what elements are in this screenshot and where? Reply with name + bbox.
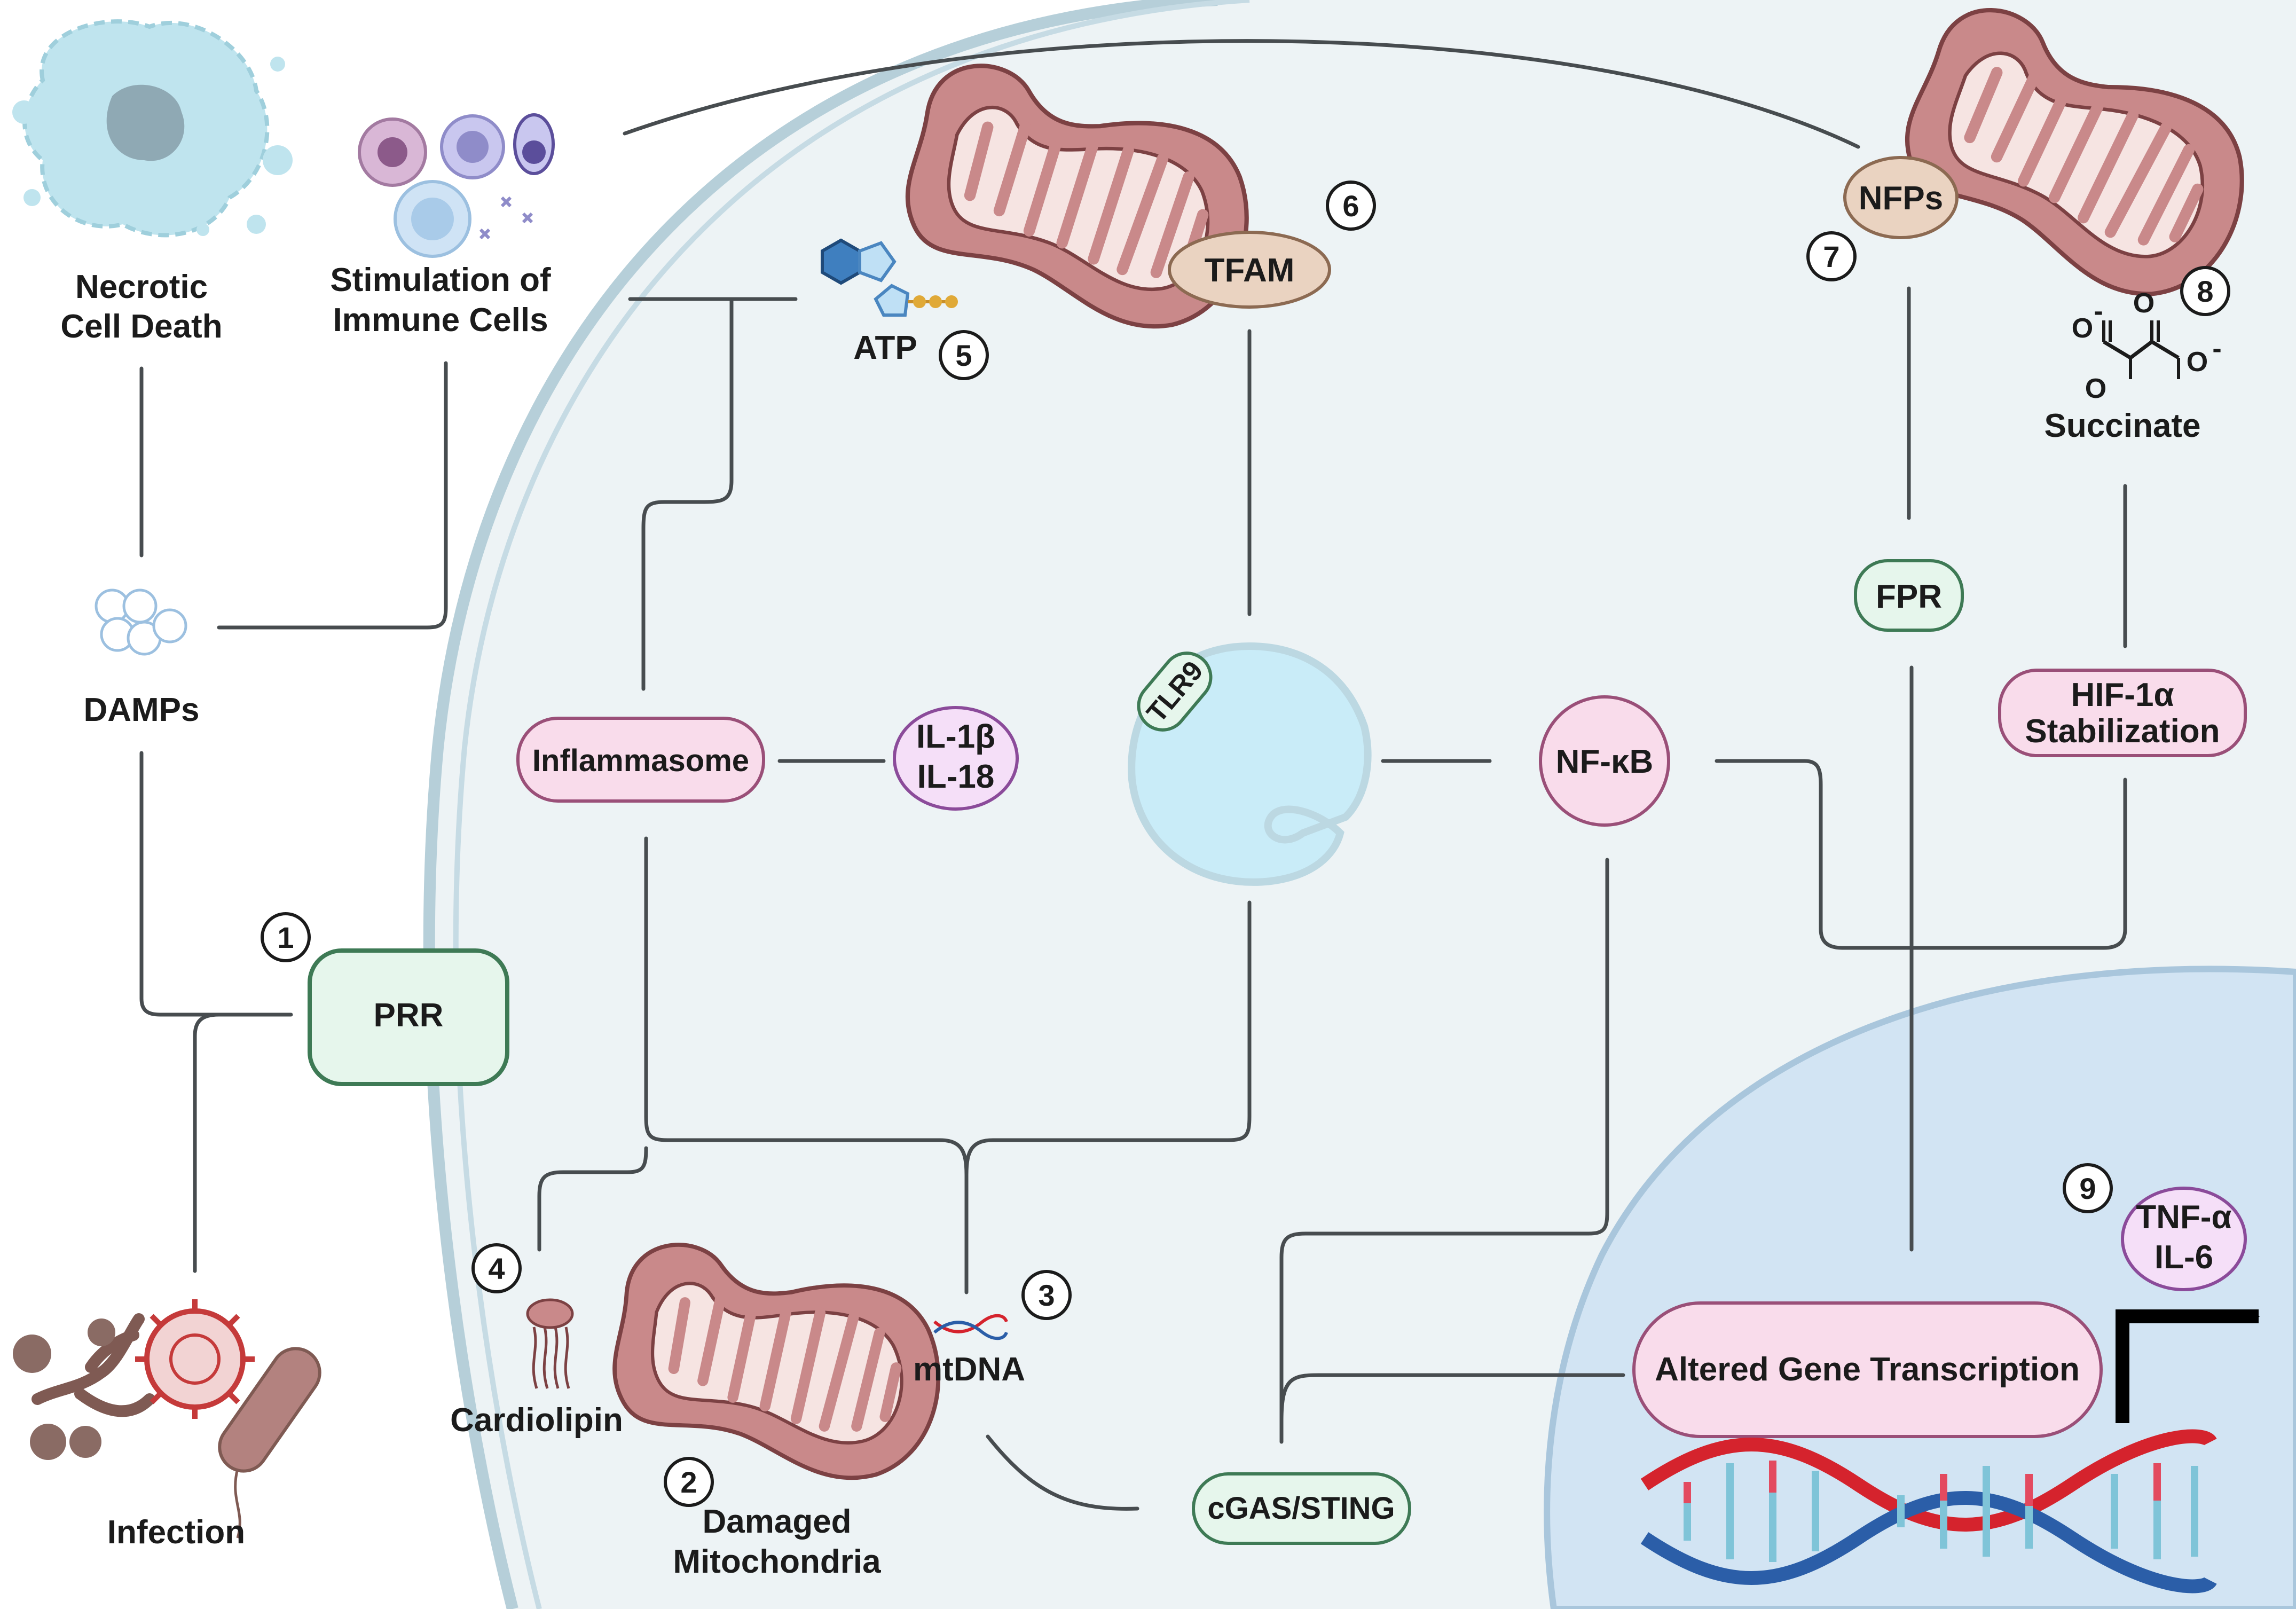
damps-label: DAMPs xyxy=(83,692,199,728)
svg-text:8: 8 xyxy=(2197,274,2213,308)
pathogens-illustration xyxy=(13,1299,321,1539)
infection-label: Infection xyxy=(107,1514,245,1551)
step-number-6: 6 xyxy=(1327,182,1374,229)
prr-label: PRR xyxy=(374,997,444,1034)
succinate-o2: O xyxy=(2133,288,2155,319)
hif-label-line2: Stabilization xyxy=(2025,713,2220,750)
fpr-label: FPR xyxy=(1876,578,1942,615)
tfam-node: TFAM xyxy=(1168,231,1331,309)
succinate-o3: O xyxy=(2085,373,2106,404)
mtdna-label: mtDNA xyxy=(913,1351,1025,1388)
cardiolipin-icon xyxy=(526,1298,574,1389)
immune-label-line1: Stimulation of xyxy=(330,262,551,299)
atp-molecule-icon xyxy=(821,238,958,317)
cgas-sting-node: cGAS/STING xyxy=(1192,1472,1411,1545)
svg-text:1: 1 xyxy=(277,921,294,954)
transcription-label: Altered Gene Transcription xyxy=(1655,1351,2080,1388)
tlr9-node: TLR9 xyxy=(1137,652,1213,732)
svg-text:2: 2 xyxy=(680,1465,697,1499)
tnf-label: TNF-α xyxy=(2136,1199,2231,1236)
atp-label: ATP xyxy=(853,329,917,366)
prr-node: PRR xyxy=(308,948,509,1086)
nfps-node: NFPs xyxy=(1843,156,1959,239)
step-number-8: 8 xyxy=(2182,268,2229,315)
step-number-9: 9 xyxy=(2064,1165,2111,1212)
nfkb-label: NF-κB xyxy=(1556,743,1654,780)
dna-helix-illustration xyxy=(1640,1429,2217,1594)
svg-text:4: 4 xyxy=(488,1252,505,1285)
svg-text:5: 5 xyxy=(955,339,972,372)
damaged-mito-label-line1: Damaged xyxy=(702,1503,851,1540)
step-number-4: 4 xyxy=(473,1245,520,1292)
damaged-mito-label-line2: Mitochondria xyxy=(673,1543,881,1580)
succinate-o4: O xyxy=(2187,347,2208,378)
connector-arrows xyxy=(139,39,2260,1511)
necrotic-cell-illustration xyxy=(12,19,293,238)
cardiolipin-label: Cardiolipin xyxy=(450,1402,623,1439)
tnf-il6-node: TNF-α IL-6 xyxy=(2121,1187,2247,1291)
altered-gene-transcription-node: Altered Gene Transcription xyxy=(1632,1301,2103,1438)
il18-label: IL-18 xyxy=(917,758,995,795)
nfkb-node: NF-κB xyxy=(1539,695,1670,827)
cgas-sting-label: cGAS/STING xyxy=(1207,1491,1395,1526)
succinate-o1: O xyxy=(2072,313,2093,344)
hif-label-line1: HIF-1α xyxy=(2071,677,2174,713)
step-number-2: 2 xyxy=(665,1458,712,1505)
immune-label-line2: Immune Cells xyxy=(333,302,548,339)
step-number-7: 7 xyxy=(1808,233,1855,280)
succinate-label: Succinate xyxy=(2045,407,2201,444)
svg-text:6: 6 xyxy=(1342,189,1359,223)
mtdna-icon xyxy=(933,1314,1008,1340)
inflammasome-node: Inflammasome xyxy=(516,717,765,803)
svg-text:7: 7 xyxy=(1823,240,1839,273)
necrotic-label-line1: Necrotic xyxy=(75,269,208,305)
fpr-node: FPR xyxy=(1854,559,1964,632)
svg-text:3: 3 xyxy=(1038,1278,1055,1312)
tfam-label: TFAM xyxy=(1205,252,1295,289)
il1b-label: IL-1β xyxy=(916,718,995,755)
succinate-structure-icon: O - O O O - xyxy=(2072,288,2222,404)
step-number-5: 5 xyxy=(940,332,987,379)
il1b-il18-node: IL-1β IL-18 xyxy=(893,706,1019,811)
hif-stabilization-node: HIF-1α Stabilization xyxy=(1998,669,2247,757)
immune-cells-illustration xyxy=(358,113,555,258)
step-number-1: 1 xyxy=(262,914,309,961)
succinate-o1-charge: - xyxy=(2094,296,2103,327)
damps-illustration xyxy=(95,588,187,656)
step-number-3: 3 xyxy=(1023,1271,1070,1318)
necrotic-label-line2: Cell Death xyxy=(60,308,222,345)
il6-label: IL-6 xyxy=(2155,1239,2213,1276)
svg-text:9: 9 xyxy=(2079,1172,2096,1205)
nfps-label: NFPs xyxy=(1859,180,1943,217)
inflammasome-label: Inflammasome xyxy=(532,743,749,778)
succinate-o4-charge: - xyxy=(2212,333,2221,364)
